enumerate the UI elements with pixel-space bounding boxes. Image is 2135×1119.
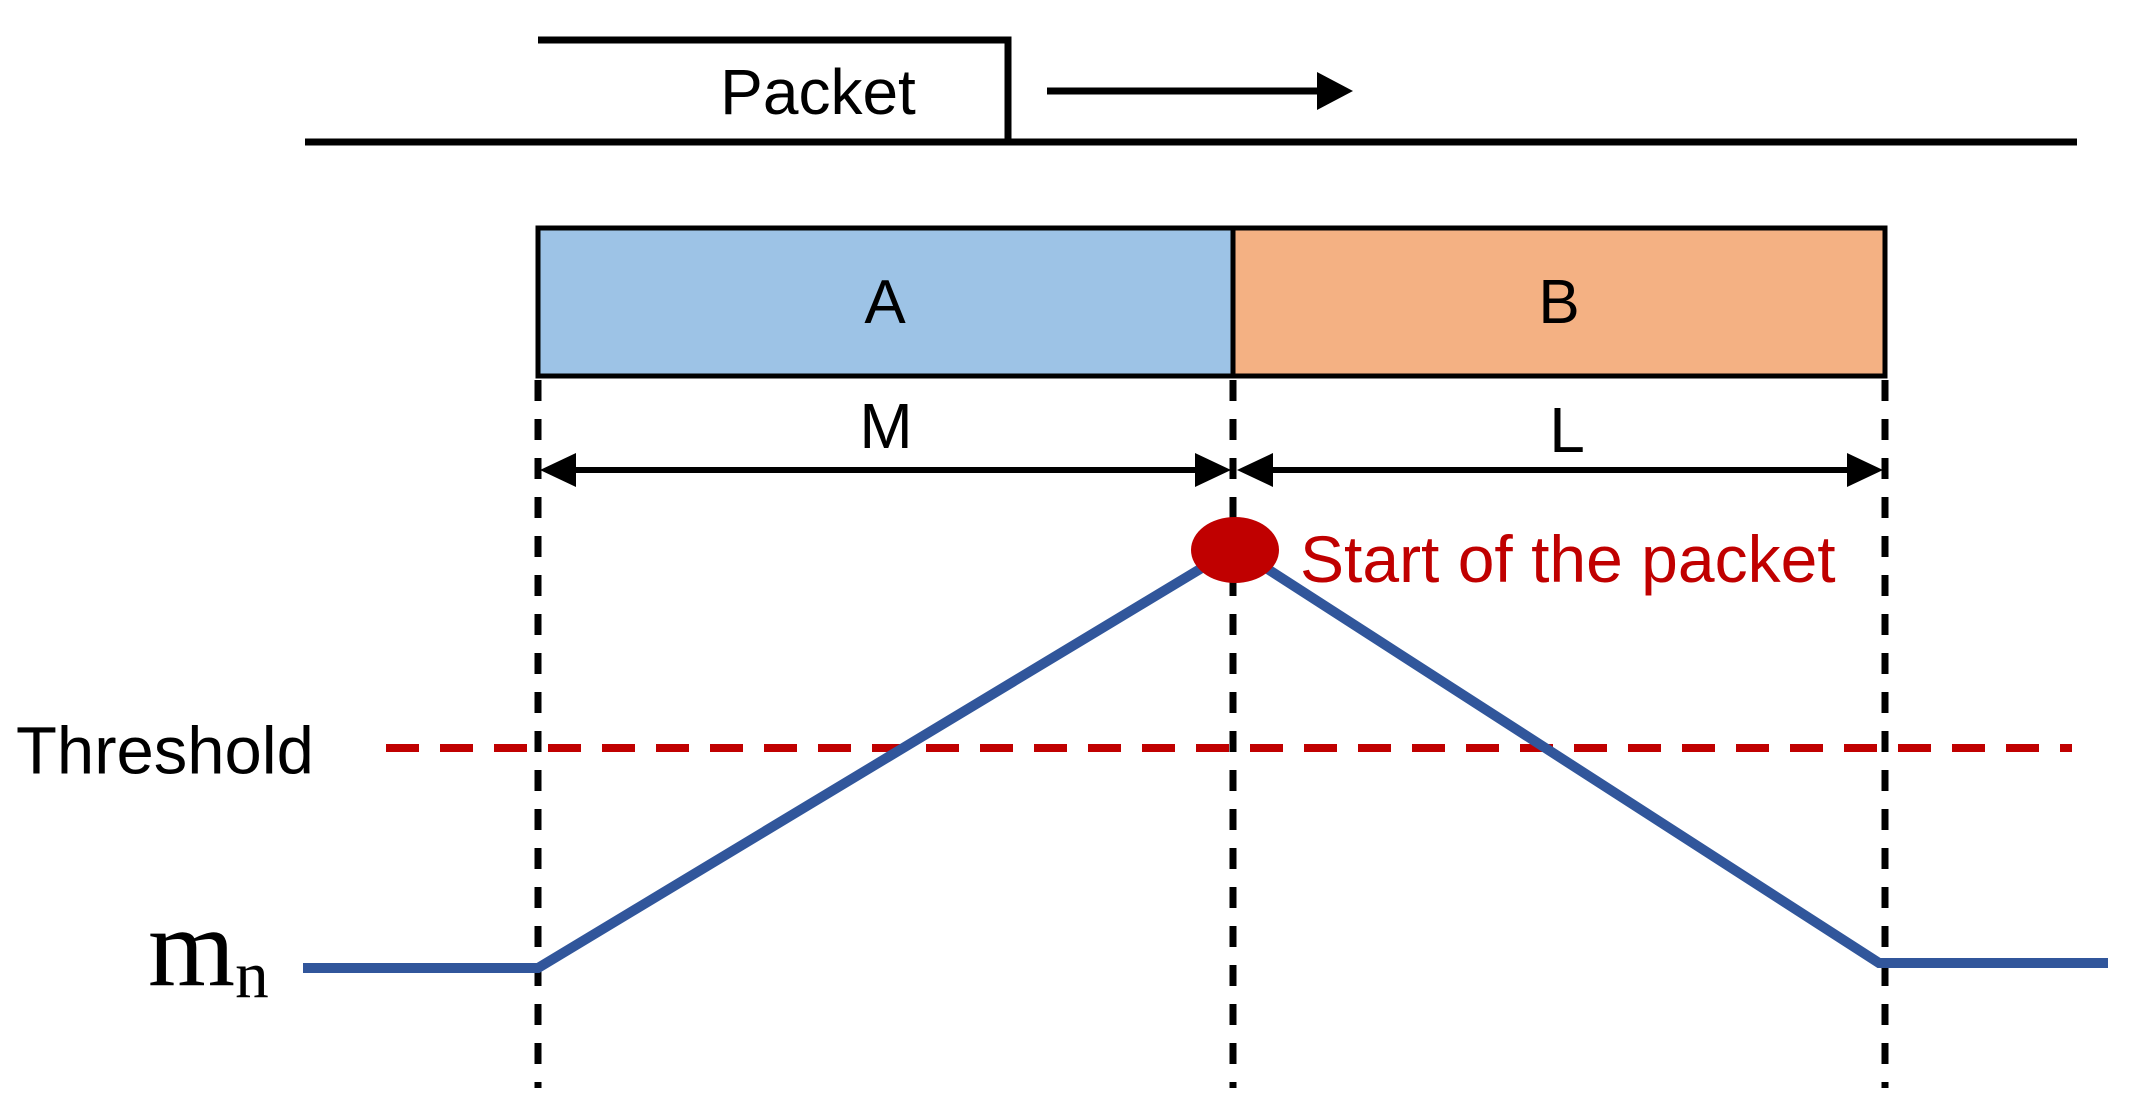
block-a-rect <box>535 225 1236 379</box>
dim-arrow-l-right-head <box>1847 453 1883 487</box>
metric-label: mn <box>148 892 269 1008</box>
dim-arrow-l-left-head <box>1237 453 1273 487</box>
metric-base: m <box>148 886 236 1010</box>
dim-l-label: L <box>1549 394 1585 466</box>
dim-arrow-m <box>540 453 1231 487</box>
packet-box-outline <box>538 36 1012 142</box>
dim-arrow-l <box>1237 453 1883 487</box>
threshold-label: Threshold <box>16 713 314 789</box>
metric-waveform <box>303 542 2108 973</box>
block-b-rect <box>1230 225 1888 379</box>
dim-m-label: M <box>859 390 913 462</box>
block-a-label: A <box>864 268 906 337</box>
start-marker-dot <box>1191 517 1279 583</box>
motion-arrow-head <box>1317 72 1353 110</box>
block-b-label: B <box>1538 268 1580 337</box>
dim-arrow-m-left-head <box>540 453 576 487</box>
dim-arrow-m-right-head <box>1195 453 1231 487</box>
start-of-packet-label: Start of the packet <box>1300 522 1836 596</box>
motion-arrow <box>1047 72 1353 110</box>
packet-label: Packet <box>720 56 916 128</box>
metric-subscript: n <box>235 937 269 1013</box>
